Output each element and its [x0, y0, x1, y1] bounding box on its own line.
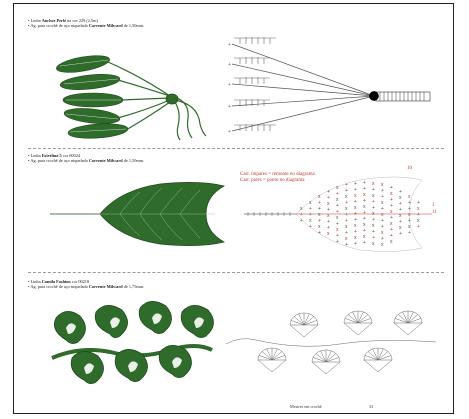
svg-text:+: + — [363, 240, 366, 246]
svg-text:+: + — [228, 42, 231, 48]
footer-magazine-name: Mestres em crochê — [290, 404, 322, 409]
vine-photo — [52, 301, 214, 383]
svg-text:+: + — [228, 82, 231, 88]
svg-text:+: + — [345, 242, 348, 248]
svg-text:+: + — [417, 224, 420, 230]
svg-text:+: + — [228, 129, 231, 135]
svg-text:+: + — [336, 239, 339, 245]
svg-text:x: x — [372, 241, 375, 247]
svg-text:+: + — [309, 224, 312, 230]
svg-text:x: x — [327, 231, 330, 237]
svg-text:+: + — [354, 241, 357, 247]
footer-page-number: 33 — [369, 404, 373, 409]
svg-text:+: + — [399, 231, 402, 237]
vine-diagram — [226, 311, 436, 374]
svg-text:+: + — [300, 218, 303, 224]
leaf-bunch-diagram: + + + + + — [228, 37, 430, 135]
svg-text:x: x — [390, 239, 393, 245]
single-leaf-diagram: x++x++x+x++x+x+++x+x++xx+x++x+x++++x+x++… — [244, 177, 432, 252]
svg-text:+: + — [318, 230, 321, 236]
leaf-bunch-photo — [55, 52, 206, 140]
svg-text:+: + — [228, 62, 231, 68]
single-leaf-photo — [50, 182, 224, 245]
svg-text:+: + — [228, 104, 231, 110]
svg-text:+: + — [408, 230, 411, 236]
svg-text:x: x — [381, 242, 384, 248]
